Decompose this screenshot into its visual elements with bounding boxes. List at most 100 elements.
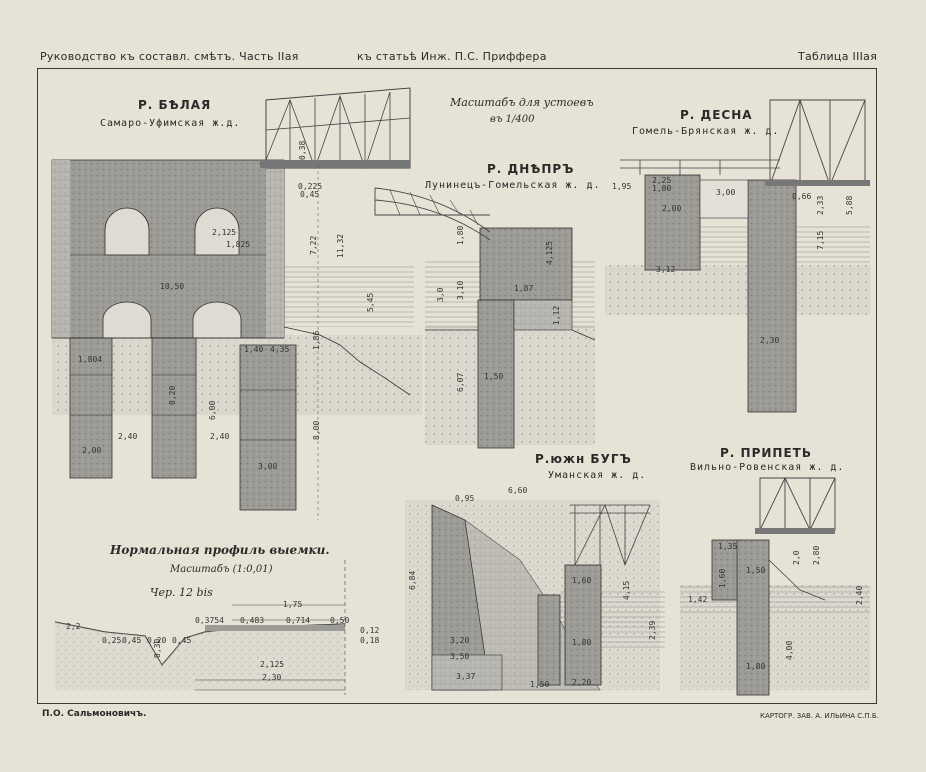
dimension-label: 1,12 — [552, 305, 561, 325]
dimension-label: 0,20 — [147, 636, 167, 645]
dimension-label: 2,00 — [662, 204, 682, 213]
dimension-label: 3,37 — [456, 672, 476, 681]
dimension-label: 7,22 — [309, 235, 318, 255]
dimension-label: 1,80 — [572, 638, 592, 647]
plate-frame — [37, 68, 877, 704]
dimension-label: 2,20 — [572, 678, 592, 687]
dimension-label: 5,45 — [366, 292, 375, 312]
dimension-label: 6,84 — [408, 570, 417, 590]
dimension-label: 1,35 — [718, 542, 738, 551]
header-left: Руководство къ составл. смѣтъ. Часть IIа… — [40, 50, 299, 63]
dimension-label: 6,60 — [508, 486, 528, 495]
dimension-label: 1,50 — [746, 566, 766, 575]
dimension-label: 1,60 — [718, 568, 727, 588]
footer-printer: КАРТОГР. ЗАВ. А. ИЛЬИНА С.П.Б. — [760, 712, 879, 720]
dimension-label: 2,30 — [262, 673, 282, 682]
dimension-label: 2,40 — [210, 432, 230, 441]
bug-subtitle: Уманская ж. д. — [548, 470, 647, 481]
desna-abutment-drawing — [605, 98, 870, 413]
dimension-label: 0,95 — [455, 494, 475, 503]
dimension-label: 1,86 — [312, 330, 321, 350]
dimension-label: 4,00 — [785, 640, 794, 660]
dimension-label: 1,87 — [514, 284, 534, 293]
dimension-label: 5,88 — [845, 195, 854, 215]
dimension-label: 6,00 — [208, 400, 217, 420]
dimension-label: 7,15 — [816, 230, 825, 250]
desna-subtitle: Гомель-Брянская ж. д. — [632, 126, 780, 137]
footer-author: П.О. Сальмоновичъ. — [42, 709, 147, 719]
header-center: къ статьѣ Инж. П.С. Приффера — [357, 50, 547, 63]
dimension-label: 3,0 — [436, 287, 445, 302]
header-right: Таблица IIIая — [798, 50, 878, 63]
dimension-label: 1,40 — [244, 345, 264, 354]
dimension-label: 3,12 — [656, 265, 676, 274]
belaya-title: Р. БѢЛАЯ — [138, 98, 212, 112]
dimension-label: 0,30 — [153, 638, 162, 658]
dimension-label: 2,39 — [648, 620, 657, 640]
dimension-label: 0,25 — [102, 636, 122, 645]
dimension-label: 1,80 — [456, 225, 465, 245]
dimension-label: 2,40 — [855, 585, 864, 605]
dimension-label: 0,483 — [240, 616, 265, 625]
dimension-label: 10,50 — [160, 282, 185, 291]
dimension-label: 0,12 — [360, 626, 380, 635]
dimension-label: 1,80 — [746, 662, 766, 671]
pripyat-subtitle: Вильно-Ровенская ж. д. — [690, 462, 845, 473]
bug-abutment-drawing — [405, 500, 665, 691]
dimension-label: 3,50 — [450, 652, 470, 661]
dimension-label: 0,225 — [298, 182, 323, 191]
dnepr-abutment-drawing — [374, 187, 596, 449]
dimension-label: 0,38 — [298, 140, 307, 160]
dimension-label: 1,804 — [78, 355, 103, 364]
dimension-label: 1,42 — [688, 595, 708, 604]
dimension-label: 3,00 — [716, 188, 736, 197]
dimension-label: 2,00 — [82, 446, 102, 455]
dimension-label: 4,15 — [622, 580, 631, 600]
dimension-label: 2,33 — [816, 195, 825, 215]
dimension-label: 2,25 — [652, 176, 672, 185]
profile-title: Нормальная профиль выемки. — [110, 543, 330, 557]
scale-note-line1: Масштабъ для устоевъ — [450, 96, 594, 109]
dimension-label: 0,45 — [172, 636, 192, 645]
profile-scale: Масштабъ (1:0,01) — [170, 564, 273, 575]
profile-drawing — [54, 560, 346, 695]
dimension-label: 0,66 — [792, 192, 812, 201]
dnepr-title: Р. ДНѢПРЪ — [487, 162, 575, 176]
dimension-label: 4,125 — [545, 240, 554, 265]
dimension-label: 1,80 — [652, 184, 672, 193]
dimension-label: 2,80 — [812, 545, 821, 565]
dimension-label: 3,20 — [450, 636, 470, 645]
dimension-label: 0,45 — [122, 636, 142, 645]
belaya-abutment-drawing — [51, 87, 422, 520]
dimension-label: 4,35 — [270, 345, 290, 354]
dimension-label: 6,07 — [456, 372, 465, 392]
dimension-label: 2,0 — [792, 550, 801, 565]
dimension-label: 0,20 — [168, 385, 177, 405]
dimension-label: 11,32 — [336, 233, 345, 258]
dimension-label: 0,3754 — [195, 616, 224, 625]
dimension-label: 1,50 — [530, 680, 550, 689]
dimension-label: 2,125 — [260, 660, 285, 669]
dimension-label: 1,95 — [612, 182, 632, 191]
dimension-label: 0,50 — [330, 616, 350, 625]
dimension-label: 0,714 — [286, 616, 311, 625]
dimension-label: 1,75 — [283, 600, 303, 609]
desna-title: Р. ДЕСНА — [680, 108, 753, 122]
bug-title: Р.южн БУГЪ — [535, 452, 632, 466]
dimension-label: 0,45 — [300, 190, 320, 199]
dimension-label: 0,18 — [360, 636, 380, 645]
dimension-label: 2,2 — [66, 622, 81, 631]
dimension-label: 2,30 — [760, 336, 780, 345]
dimension-label: 2,40 — [118, 432, 138, 441]
dimension-label: 3,10 — [456, 280, 465, 300]
dimension-label: 1,60 — [572, 576, 592, 585]
pripyat-abutment-drawing — [680, 476, 870, 696]
dimension-label: 3,00 — [258, 462, 278, 471]
dimension-label: 1,50 — [484, 372, 504, 381]
dimension-label: 1,825 — [226, 240, 251, 249]
dimension-label: 8,00 — [312, 420, 321, 440]
scale-note-line2: въ 1/400 — [490, 114, 535, 125]
dimension-label: 2,125 — [212, 228, 237, 237]
dnepr-subtitle: Лунинецъ-Гомельская ж. д. — [425, 180, 601, 191]
